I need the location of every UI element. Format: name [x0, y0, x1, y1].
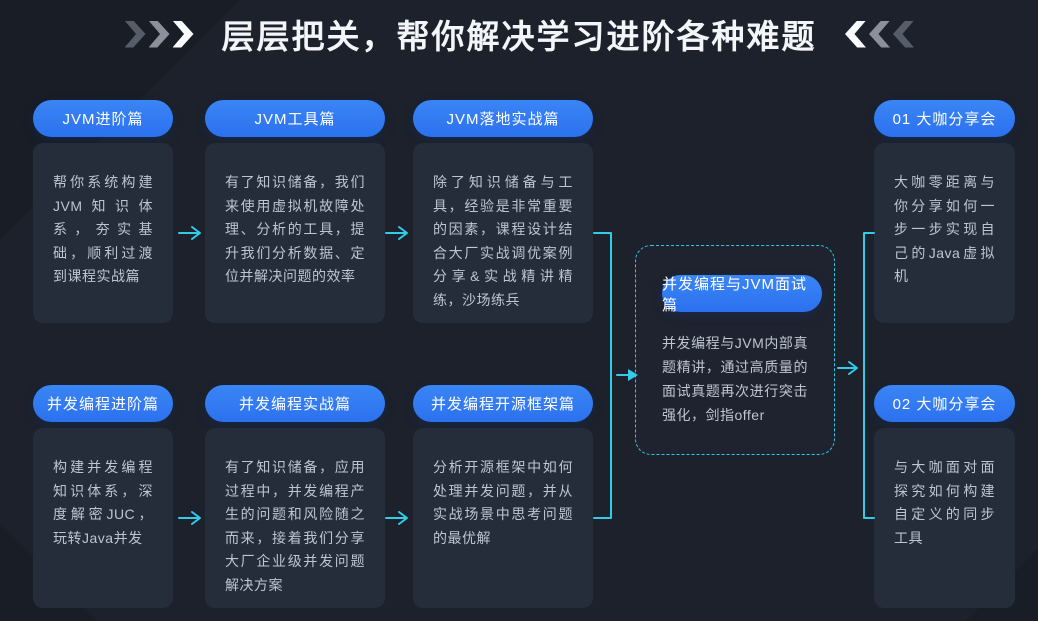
split-bracket [863, 232, 875, 519]
interview-panel: 并发编程与JVM面试篇 并发编程与JVM内部真题精讲，通过高质量的面试真题再次进… [635, 245, 835, 455]
arrow-head-icon [191, 511, 201, 525]
stage-node-jvm-tools: JVM工具篇 有了知识储备，我们来使用虚拟机故障处理、分析的工具，提升我们分析数… [205, 100, 385, 323]
stage-label-pill: 01 大咖分享会 [874, 100, 1015, 137]
chevron-icon [124, 20, 146, 48]
stage-label-pill: 并发编程实战篇 [205, 385, 385, 422]
section-title: 层层把关，帮你解决学习进阶各种难题 [221, 18, 817, 55]
stage-node-concurrency-frameworks: 并发编程开源框架篇 分析开源框架中如何处理并发问题，并从实战场景中思考问题的最优… [413, 385, 593, 608]
merge-bracket [593, 232, 612, 519]
stage-label-pill: 02 大咖分享会 [874, 385, 1015, 422]
arrow-head-icon [398, 226, 408, 240]
stage-label-pill: 并发编程开源框架篇 [413, 385, 593, 422]
stage-node-concurrency-practice: 并发编程实战篇 有了知识储备，应用过程中，并发编程产生的问题和风险随之而来，接着… [205, 385, 385, 608]
stage-label-pill: JVM进阶篇 [33, 100, 173, 137]
stage-description-text: 并发编程与JVM内部真题精讲，通过高质量的面试真题再次进行突击强化，剑指offe… [662, 335, 808, 423]
stage-description-card: 有了知识储备，我们来使用虚拟机故障处理、分析的工具，提升我们分析数据、定位并解决… [205, 143, 385, 323]
stage-label-pill: 并发编程进阶篇 [33, 385, 173, 422]
stage-description-card: 帮你系统构建JVM知识体系，夯实基础，顺利过渡到课程实战篇 [33, 143, 173, 323]
stage-description-card: 有了知识储备，应用过程中，并发编程产生的问题和风险随之而来，接着我们分享大厂企业… [205, 428, 385, 608]
triple-chevron-left-icon [845, 21, 914, 48]
stage-description-card: 分析开源框架中如何处理并发问题，并从实战场景中思考问题的最优解 [413, 428, 593, 608]
stage-label-pill: JVM工具篇 [205, 100, 385, 137]
stage-node-jvm-advanced: JVM进阶篇 帮你系统构建JVM知识体系，夯实基础，顺利过渡到课程实战篇 [33, 100, 173, 323]
stage-node-concurrency-advanced: 并发编程进阶篇 构建并发编程知识体系，深度解密JUC，玩转Java并发 [33, 385, 173, 608]
arrow-head-icon [398, 511, 408, 525]
stage-description-card: 与大咖面对面探究如何构建自定义的同步工具 [874, 428, 1015, 608]
chevron-icon [893, 21, 914, 48]
stage-description-card: 大咖零距离与你分享如何一步一步实现自己的Java虚拟机 [874, 143, 1015, 323]
chevron-icon [172, 20, 194, 48]
stage-description-card: 除了知识储备与工具，经验是非常重要的因素，课程设计结合大厂实战调优案例分享&实战… [413, 143, 593, 323]
section-header: 层层把关，帮你解决学习进阶各种难题 [0, 10, 1038, 58]
arrow-head-icon [848, 361, 858, 375]
chevron-icon [869, 21, 890, 48]
stage-label-pill: 并发编程与JVM面试篇 [662, 275, 822, 314]
share-session-node-02: 02 大咖分享会 与大咖面对面探究如何构建自定义的同步工具 [874, 385, 1015, 608]
chevron-icon [845, 21, 866, 48]
chevron-icon [148, 20, 170, 48]
stage-node-jvm-practice: JVM落地实战篇 除了知识储备与工具，经验是非常重要的因素，课程设计结合大厂实战… [413, 100, 593, 323]
triple-chevron-right-icon [124, 20, 194, 48]
share-session-node-01: 01 大咖分享会 大咖零距离与你分享如何一步一步实现自己的Java虚拟机 [874, 100, 1015, 323]
stage-description-card: 构建并发编程知识体系，深度解密JUC，玩转Java并发 [33, 428, 173, 608]
arrow-head-icon [191, 226, 201, 240]
stage-label-pill: JVM落地实战篇 [413, 100, 593, 137]
